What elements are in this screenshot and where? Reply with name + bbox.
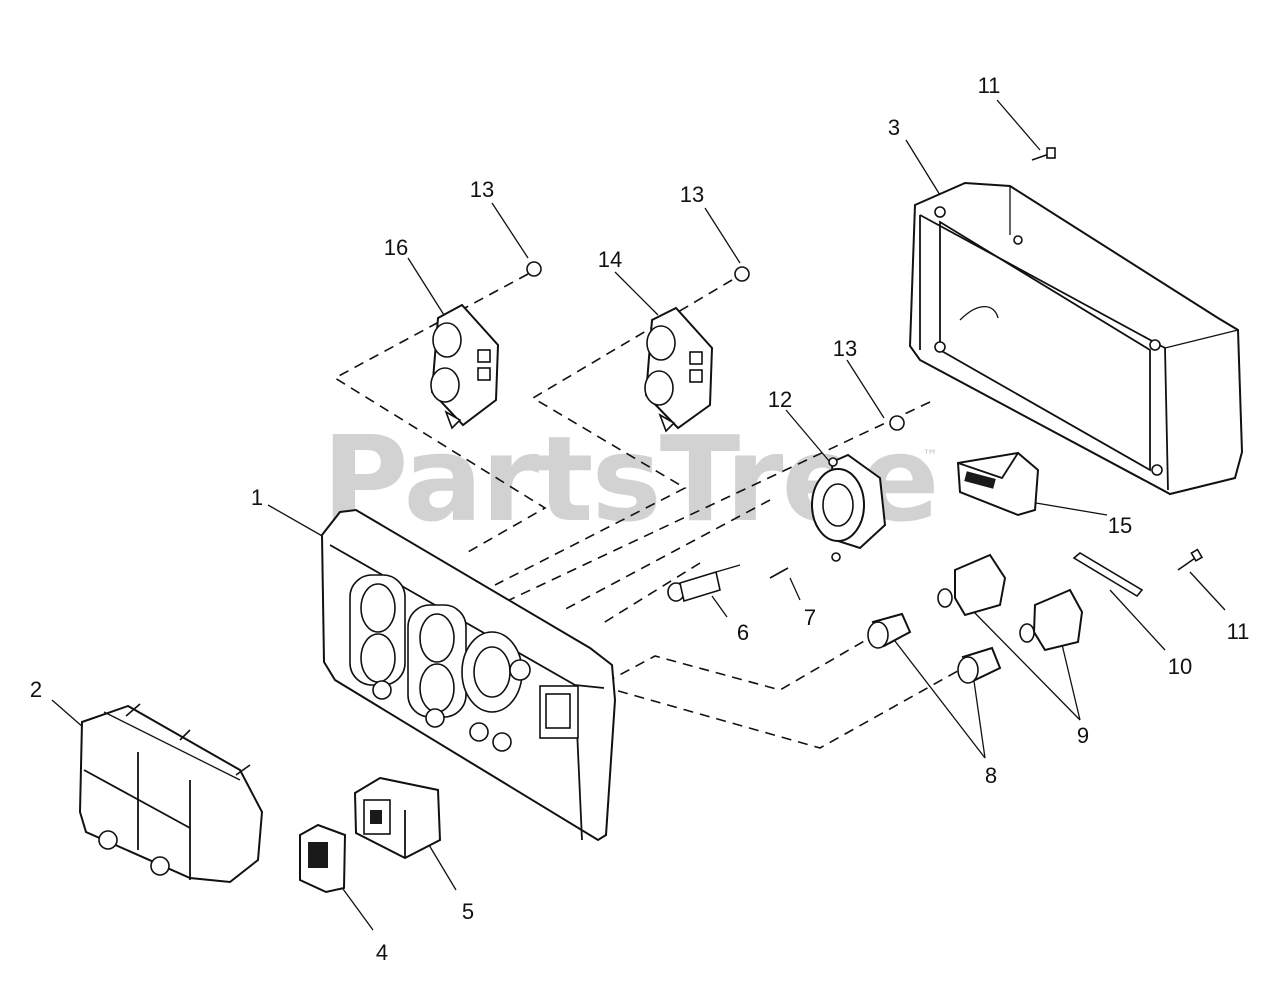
- callout-14: 14: [597, 247, 623, 272]
- rear-housing: [908, 181, 1244, 496]
- receptacle-cover-2: [78, 703, 264, 884]
- switch-15: [956, 451, 1040, 517]
- switch-5: [353, 776, 442, 860]
- nut-13: [526, 261, 905, 431]
- rocker-switch-4: [299, 823, 347, 894]
- callout-11-right: 11: [1226, 619, 1250, 644]
- callout-13-right: 13: [832, 336, 858, 361]
- control-panel-1: [320, 508, 617, 842]
- leader-lines: [51, 99, 1226, 931]
- callout-13-middle: 13: [679, 182, 705, 207]
- callout-7: 7: [803, 605, 817, 630]
- boot-8: [867, 612, 1002, 684]
- callout-15: 15: [1107, 513, 1133, 538]
- duplex-receptacle-16: [430, 303, 500, 430]
- watermark-trademark: ™: [922, 446, 938, 465]
- callout-2: 2: [29, 677, 43, 702]
- callout-10: 10: [1167, 654, 1193, 679]
- callout-8: 8: [984, 763, 998, 788]
- screw-7: [769, 567, 789, 579]
- indicator-lamp-6: [667, 564, 741, 603]
- callout-16: 16: [383, 235, 409, 260]
- callout-4: 4: [375, 940, 389, 965]
- assembly-dashed-lines: [333, 273, 973, 749]
- screw-11-right: [1177, 548, 1204, 571]
- callout-3: 3: [887, 115, 901, 140]
- bus-bar-10: [1072, 552, 1144, 598]
- callout-12: 12: [767, 387, 793, 412]
- callout-9: 9: [1076, 723, 1090, 748]
- callout-11-top: 11: [977, 73, 1001, 98]
- callout-6: 6: [736, 620, 750, 645]
- callout-13-left: 13: [469, 177, 495, 202]
- screw-11-top: [1031, 147, 1056, 161]
- callout-5: 5: [461, 899, 475, 924]
- twist-lock-receptacle-12: [811, 453, 887, 562]
- duplex-receptacle-14: [644, 306, 714, 433]
- callout-1: 1: [250, 485, 264, 510]
- circuit-breaker-9: [937, 553, 1084, 652]
